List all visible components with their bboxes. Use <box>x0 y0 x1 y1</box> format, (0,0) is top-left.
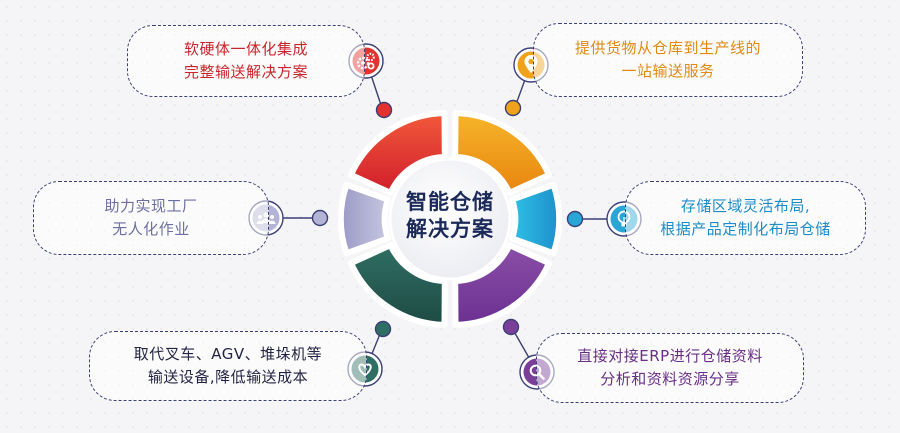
dot-purple <box>502 318 520 336</box>
box-unmanned-factory: 助力实现工厂 无人化作业 <box>33 181 269 255</box>
box-flexible-layout: 存储区域灵活布局, 根据产品定制化布局仓储 <box>625 181 866 255</box>
dot-red <box>375 101 393 119</box>
dot-green <box>374 320 392 338</box>
dot-gray <box>311 209 329 227</box>
box-replace-equipment: 取代叉车、AGV、堆垛机等 输送设备,降低输送成本 <box>89 331 367 401</box>
segment-orange <box>452 110 552 196</box>
ring-segments <box>337 110 563 328</box>
center-title: 智能仓储 解决方案 <box>385 189 515 243</box>
box-erp-integration-line2: 分析和资料资源分享 <box>600 370 740 388</box>
box-flexible-layout-line1: 存储区域灵活布局, <box>680 197 811 215</box>
box-replace-equipment-line1: 取代叉车、AGV、堆垛机等 <box>133 345 323 363</box>
box-unmanned-factory-line1: 助力实现工厂 <box>104 197 198 215</box>
box-replace-equipment-line2: 输送设备,降低输送成本 <box>147 368 309 386</box>
box-erp-integration: 直接对接ERP进行仓储资料 分析和资料资源分享 <box>536 333 804 403</box>
box-flexible-layout-line2: 根据产品定制化布局仓储 <box>660 220 831 238</box>
segment-purple <box>452 242 552 328</box>
connector-dots <box>311 99 584 338</box>
segment-blue <box>509 181 563 257</box>
center-title-line2: 解决方案 <box>406 217 494 241</box>
segment-green <box>348 242 448 328</box>
box-one-stop-service-line1: 提供货物从仓库到生产线的 <box>574 39 761 57</box>
segment-gray <box>337 181 391 257</box>
box-one-stop-service: 提供货物从仓库到生产线的 一站输送服务 <box>533 23 803 97</box>
box-integration: 软硬体一体化集成 完整输送解决方案 <box>127 25 365 97</box>
center-disc <box>390 159 510 279</box>
box-unmanned-factory-line2: 无人化作业 <box>112 220 190 238</box>
dot-blue <box>566 210 584 228</box>
box-integration-line2: 完整输送解决方案 <box>183 63 308 81</box>
dot-orange <box>504 99 522 117</box>
center-title-line1: 智能仓储 <box>406 190 494 214</box>
box-erp-integration-line1: 直接对接ERP进行仓储资料 <box>577 347 763 365</box>
segment-red <box>348 110 448 196</box>
box-one-stop-service-line2: 一站输送服务 <box>621 62 715 80</box>
box-integration-line1: 软硬体一体化集成 <box>183 40 308 58</box>
